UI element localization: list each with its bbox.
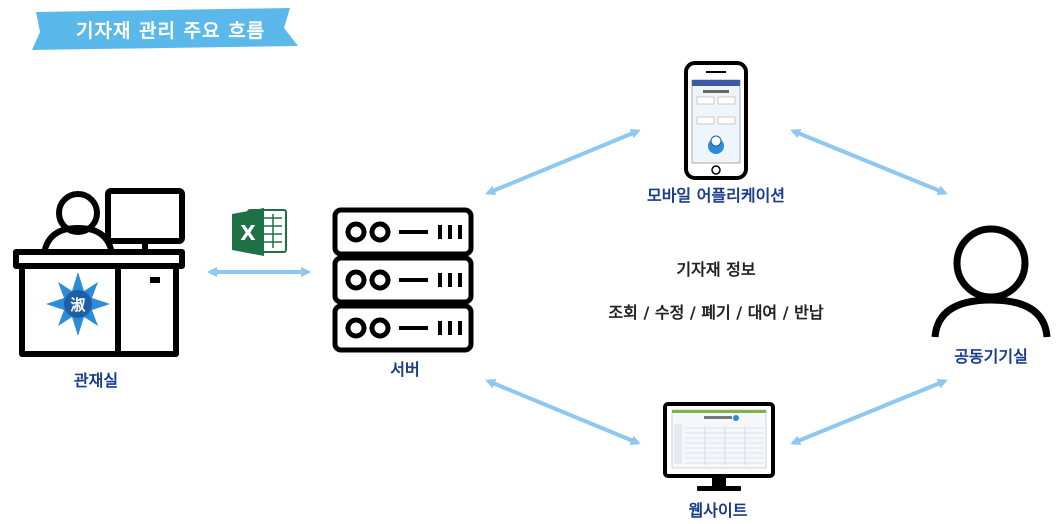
- mobile-label: 모바일 어플리케이션: [646, 186, 786, 205]
- info-title: 기자재 정보: [676, 260, 756, 279]
- lab-label: 공동기기실: [954, 347, 1028, 366]
- office-icon: [13, 188, 185, 357]
- logo-char: 淑: [70, 296, 85, 314]
- excel-letter: X: [240, 221, 256, 245]
- server-label: 서버: [390, 360, 420, 379]
- university-logo-icon: 淑: [46, 272, 110, 336]
- arrow-server-mobile: [485, 129, 641, 195]
- website-label: 웹사이트: [688, 501, 748, 520]
- info-actions: 조회 / 수정 / 폐기 / 대여 / 반납: [608, 303, 824, 322]
- page-title: 기자재 관리 주요 흐름: [76, 20, 266, 42]
- office-label: 관재실: [73, 371, 119, 390]
- lab-person-icon: [931, 225, 1051, 338]
- arrow-server-website: [485, 379, 641, 445]
- mobile-phone-icon: [684, 61, 748, 180]
- arrow-website-lab: [790, 379, 948, 445]
- title-banner: 기자재 관리 주요 흐름: [28, 6, 298, 50]
- banner-shape: [32, 8, 298, 50]
- server-icon: [332, 207, 474, 353]
- excel-icon: X: [232, 208, 287, 256]
- arrow-mobile-lab: [790, 129, 948, 195]
- website-monitor-icon: [663, 402, 775, 491]
